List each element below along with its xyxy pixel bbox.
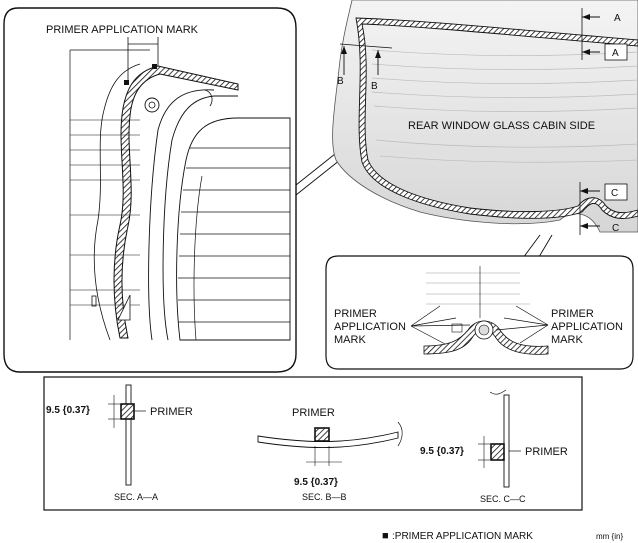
detail-panel-bottomright: PRIMER APPLICATION MARK PRIMER APPLICATI… xyxy=(325,255,634,370)
primer-label: PRIMER xyxy=(292,407,335,419)
primer-mark-label-right-2: APPLICATION xyxy=(551,321,623,333)
defroster-lines xyxy=(371,49,638,163)
primer-label: PRIMER xyxy=(525,446,568,458)
urethane-bead xyxy=(423,320,549,355)
section-mark-b: B xyxy=(371,81,378,92)
rear-window-glass: REAR WINDOW GLASS CABIN SIDE A A B B C C xyxy=(332,0,638,235)
primer-mark-label-left-3: MARK xyxy=(334,334,366,346)
section-caption: SEC. B—B xyxy=(302,492,347,502)
primer-mark-label-right-3: MARK xyxy=(551,334,583,346)
section-a-a: 9.5 {0.37} PRIMER SEC. A—A xyxy=(46,384,193,502)
leader-lines xyxy=(410,305,549,345)
legend-symbol: ■ xyxy=(382,530,389,542)
section-b-b: PRIMER 9.5 {0.37} SEC. B—B xyxy=(257,407,403,502)
legend-text: :PRIMER APPLICATION MARK xyxy=(392,531,533,542)
legend: ■ :PRIMER APPLICATION MARK mm {in} xyxy=(382,530,623,542)
section-mark-a: A xyxy=(614,13,621,24)
primer-mark-label-right-1: PRIMER xyxy=(551,308,594,320)
section-c-c: 9.5 {0.37} PRIMER SEC. C—C xyxy=(420,389,568,504)
primer-mark xyxy=(152,64,157,69)
urethane-bead xyxy=(355,17,638,219)
defroster-lines xyxy=(178,147,290,323)
primer-mark xyxy=(490,443,505,461)
primer-mark xyxy=(314,427,330,442)
detail-panel-topleft: PRIMER APPLICATION MARK xyxy=(3,7,297,373)
dimension-label: 9.5 {0.37} xyxy=(46,405,90,416)
primer-mark-label-left-2: APPLICATION xyxy=(334,321,406,333)
urethane-bead xyxy=(113,65,239,339)
section-mark-a: A xyxy=(612,48,619,59)
section-caption: SEC. A—A xyxy=(114,492,158,502)
section-mark-b: B xyxy=(337,76,344,87)
section-caption: SEC. C—C xyxy=(480,494,526,504)
section-mark-c: C xyxy=(611,188,618,199)
dimension-label: 9.5 {0.37} xyxy=(294,477,338,488)
units-label: mm {in} xyxy=(596,532,623,541)
primer-mark xyxy=(124,80,129,85)
primer-label: PRIMER xyxy=(150,406,193,418)
glass-corner xyxy=(176,117,291,341)
cabin-side-caption: REAR WINDOW GLASS CABIN SIDE xyxy=(408,120,595,132)
primer-mark-label-left-1: PRIMER xyxy=(334,308,377,320)
primer-mark-label: PRIMER APPLICATION MARK xyxy=(46,24,199,36)
section-mark-c: C xyxy=(612,223,619,234)
primer-mark xyxy=(120,403,135,420)
sections-box: 9.5 {0.37} PRIMER SEC. A—A PRIMER 9.5 {0… xyxy=(43,376,583,511)
dimension-label: 9.5 {0.37} xyxy=(420,446,464,457)
